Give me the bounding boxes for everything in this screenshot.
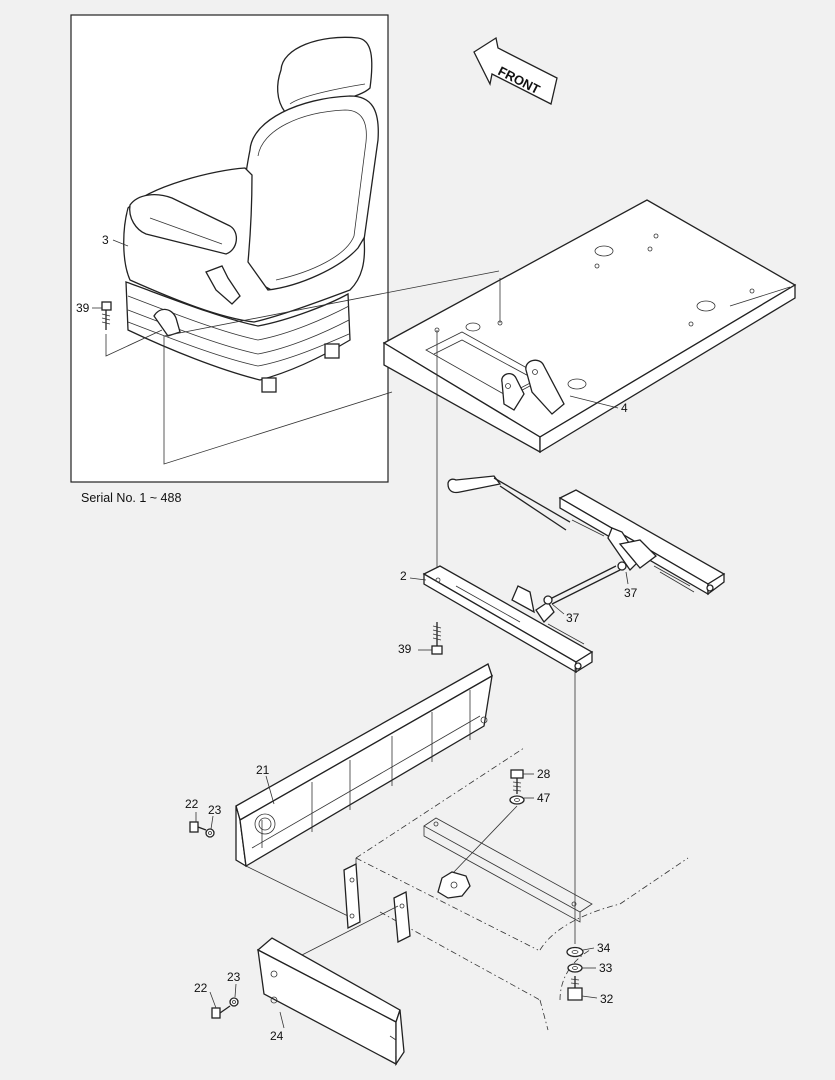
callout-seat: 3: [102, 233, 109, 247]
callout-floor-plate: 4: [621, 401, 628, 415]
callout-bolt-32: 32: [600, 992, 614, 1006]
callout-bolt-28: 28: [537, 767, 551, 781]
bolt-28: [510, 769, 524, 794]
washer-47-drop-line: [451, 805, 518, 875]
rail-bolt: [431, 622, 443, 655]
bolt-32: [567, 976, 583, 1001]
screw-22b-leader: [209, 991, 217, 1009]
callout-washer-34: 34: [597, 941, 611, 955]
rail-label-leader: [409, 577, 427, 581]
callout-cover-screw-a: 22: [185, 797, 199, 811]
front-cover: [256, 937, 405, 1067]
callout-side-cover: 21: [256, 763, 270, 777]
seat-bolt: [101, 301, 112, 330]
callout-seat-bolt: 39: [76, 301, 90, 315]
washer-47: [509, 795, 525, 805]
inset-caption: Serial No. 1 ~ 488: [81, 491, 181, 505]
side-cover-leader: [265, 775, 275, 805]
seat-illustration: [123, 36, 379, 393]
floor-plate: [382, 199, 797, 454]
link-rod: [547, 565, 617, 601]
inset-to-plate-line: [163, 270, 500, 337]
cover-to-bracket-line: [245, 865, 353, 919]
callout-washer-47: 47: [537, 791, 551, 805]
washer-34-leader: [582, 947, 595, 951]
callout-cover-screw-b: 22: [194, 981, 208, 995]
front-arrow-icon: FRONT: [473, 36, 558, 105]
callout-washer-33: 33: [599, 961, 613, 975]
octagon-plate: [437, 871, 471, 899]
washer-37a-leader: [625, 571, 629, 585]
slide-rail-lower: [422, 565, 594, 674]
seat-mount-leader: [163, 336, 393, 465]
machine-frame: [355, 747, 689, 1031]
front-cover-leader: [279, 1011, 285, 1029]
callout-slide-rail: 2: [400, 569, 407, 583]
callout-link-washer-b: 37: [566, 611, 580, 625]
washer-34: [566, 946, 584, 958]
cover-bracket-right: [393, 890, 411, 944]
seat-bolt-leader: [105, 329, 163, 357]
frame-channel: [423, 817, 593, 923]
link-rod-2: [551, 569, 621, 605]
washer-33: [567, 963, 583, 973]
bolt-32-leader: [581, 995, 598, 999]
cover-screw-upper: [189, 821, 215, 838]
cover-bracket-left: [343, 862, 361, 930]
side-cover: [235, 663, 493, 868]
callout-cover-washer-a: 23: [208, 803, 222, 817]
callout-seat-leader: [112, 239, 129, 247]
bracket-to-front-cover-line: [299, 905, 399, 957]
cover-screw-lower: [211, 997, 239, 1019]
washer-23a-leader: [210, 815, 214, 830]
floor-plate-leader: [569, 395, 619, 409]
washer-37b-leader: [551, 603, 565, 615]
slide-rail-upper: [447, 475, 726, 596]
callout-link-washer-a: 37: [624, 586, 638, 600]
callout-rail-bolt: 39: [398, 642, 412, 656]
callout-cover-washer-b: 23: [227, 970, 241, 984]
callout-front-cover: 24: [270, 1029, 284, 1043]
washer-23b-leader: [234, 983, 237, 998]
